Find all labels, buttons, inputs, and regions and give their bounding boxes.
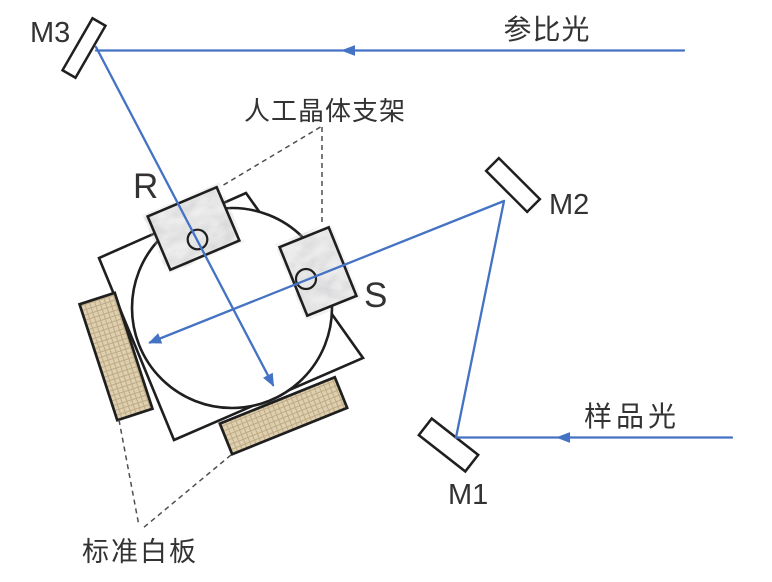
m3-to-stage-beam bbox=[94, 45, 275, 387]
iol-holder-r bbox=[145, 185, 242, 272]
mirror-m1 bbox=[417, 416, 480, 474]
s-aperture bbox=[294, 267, 318, 291]
sample-beam-arrow bbox=[556, 432, 570, 443]
m1-label: M1 bbox=[448, 479, 488, 511]
m2-to-stage-beam bbox=[148, 199, 506, 344]
reference-beam-arrow bbox=[341, 45, 355, 56]
mirror-m2-glass bbox=[484, 156, 542, 214]
m3-label: M3 bbox=[30, 17, 70, 49]
white-board-left bbox=[77, 291, 155, 422]
white-board-left-surface bbox=[77, 291, 155, 422]
white-board-bottom-surface bbox=[218, 375, 349, 457]
leader-line-board-left bbox=[118, 419, 140, 527]
white-board-bottom bbox=[218, 375, 349, 457]
leader-line-iol-r bbox=[220, 126, 321, 188]
iol-holder-s-border bbox=[277, 225, 359, 318]
m2-to-m1-beam bbox=[454, 199, 506, 439]
mirror-m1-glass bbox=[417, 416, 480, 474]
standard-white-board-label: 标准白板 bbox=[82, 537, 198, 567]
iol-holder-label: 人工晶体支架 bbox=[244, 96, 406, 126]
mirror-m3 bbox=[60, 16, 108, 80]
leader-line-board-bottom bbox=[142, 454, 232, 529]
s-label: S bbox=[364, 276, 387, 315]
iol-holder-s bbox=[277, 225, 359, 318]
sample-light-label: 样品光 bbox=[584, 401, 680, 432]
m2-label: M2 bbox=[549, 189, 589, 221]
r-aperture bbox=[186, 228, 209, 251]
r-label: R bbox=[133, 167, 158, 206]
reference-light-label: 参比光 bbox=[503, 14, 590, 45]
mirror-m2 bbox=[484, 156, 542, 214]
mirror-m3-glass bbox=[60, 16, 108, 80]
